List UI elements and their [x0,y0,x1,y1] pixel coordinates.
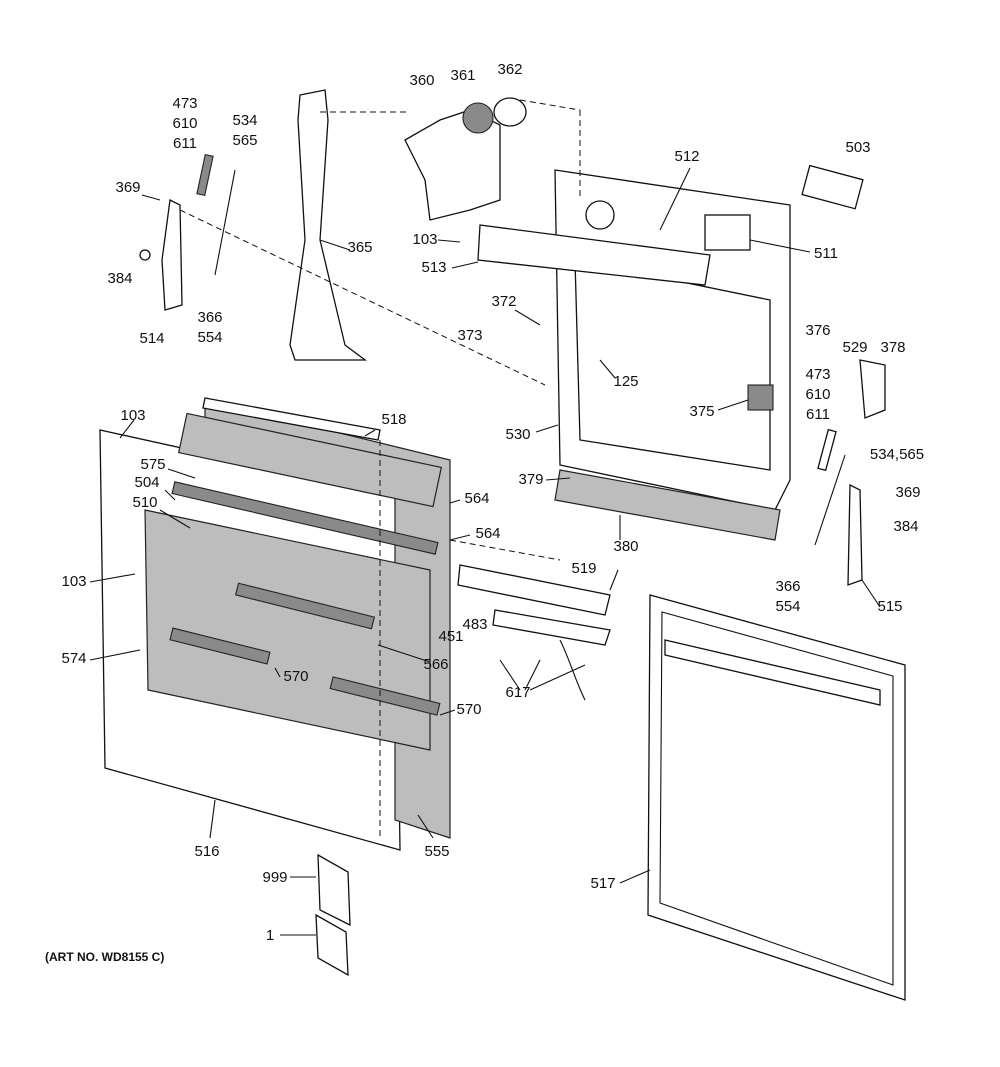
part-label-504: 504 [134,474,159,491]
part-label-1: 1 [266,927,274,944]
part-label-554: 554 [197,329,222,346]
part-label-365: 365 [347,239,372,256]
door-vent-365 [289,89,367,361]
part-label-384: 384 [893,518,918,535]
part-label-451: 451 [438,628,463,645]
part-label-564: 564 [475,525,500,542]
part-label-376: 376 [805,322,830,339]
part-label-518: 518 [381,411,406,428]
part-label-519: 519 [571,560,596,577]
part-label-512: 512 [674,148,699,165]
outer-door-517 [647,594,906,1001]
part-label-529: 529 [842,339,867,356]
part-label-379: 379 [518,471,543,488]
part-label-373: 373 [457,327,482,344]
hinge-bracket-514 [139,153,236,311]
part-label-610: 610 [172,115,197,132]
part-label-610: 610 [805,386,830,403]
part-label-570: 570 [456,701,481,718]
part-label-384: 384 [107,270,132,287]
vent-assembly-360 [404,97,527,221]
part-label-566: 566 [423,656,448,673]
part-label-483: 483 [462,616,487,633]
part-label-515: 515 [877,598,902,615]
part-label-369: 369 [115,179,140,196]
part-label-361: 361 [450,67,475,84]
part-label-366: 366 [197,309,222,326]
part-label-103: 103 [61,573,86,590]
part-label-554: 554 [775,598,800,615]
part-label-517: 517 [590,875,615,892]
part-label-380: 380 [613,538,638,555]
part-label-565: 565 [232,132,257,149]
part-label-378: 378 [880,339,905,356]
literature-envelopes [315,853,351,977]
part-label-564: 564 [464,490,489,507]
part-label-375: 375 [689,403,714,420]
part-label-611: 611 [806,406,830,423]
part-label-372: 372 [491,293,516,310]
part-label-574: 574 [61,650,86,667]
part-label-575: 575 [140,456,165,473]
part-label-611: 611 [173,135,197,152]
part-label-360: 360 [409,72,434,89]
part-label-516: 516 [194,843,219,860]
part-label-362: 362 [497,61,522,78]
part-label-473: 473 [172,95,197,112]
part-label-125: 125 [613,373,638,390]
art-number-caption: (ART NO. WD8155 C) [45,950,164,964]
part-label-617: 617 [505,684,530,701]
part-label-534-565: 534,565 [870,446,924,463]
part-label-511: 511 [814,245,838,262]
inner-door-frame-530 [477,164,864,541]
control-board-519 [457,564,611,701]
part-label-503: 503 [845,139,870,156]
inner-door-panel-516 [99,397,451,851]
part-label-514: 514 [139,330,164,347]
part-label-570: 570 [283,668,308,685]
part-label-473: 473 [805,366,830,383]
part-label-999: 999 [262,869,287,886]
part-label-103: 103 [412,231,437,248]
part-label-513: 513 [421,259,446,276]
part-label-534: 534 [232,112,257,129]
part-label-366: 366 [775,578,800,595]
leader-lines [89,167,881,936]
part-label-510: 510 [132,494,157,511]
part-label-369: 369 [895,484,920,501]
part-label-103: 103 [120,407,145,424]
part-label-555: 555 [424,843,449,860]
part-label-530: 530 [505,426,530,443]
